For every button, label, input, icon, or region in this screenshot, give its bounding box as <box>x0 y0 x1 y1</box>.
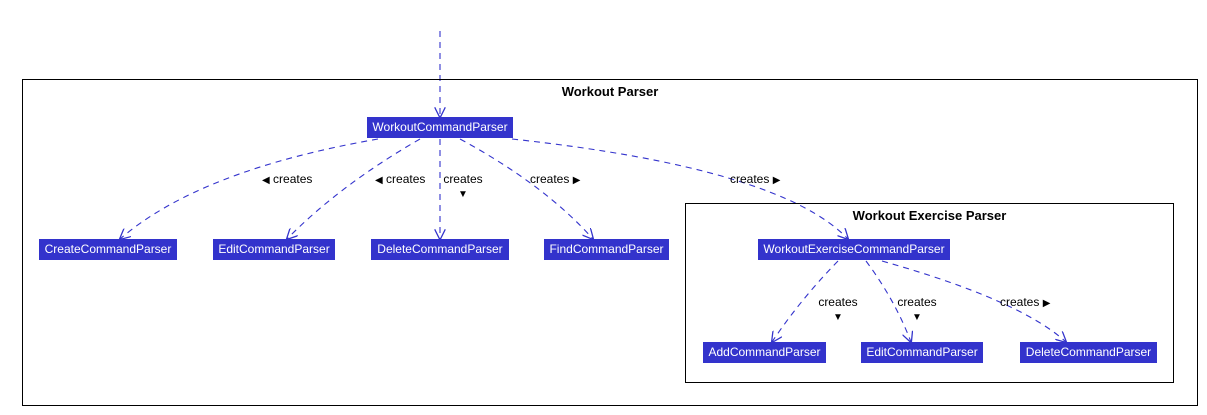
package-workout-parser: Workout Parser <box>22 79 1198 406</box>
class-workout-command-parser: WorkoutCommandParser <box>367 117 513 138</box>
arrow-down-icon: ▼ <box>833 312 843 323</box>
edge-creates-add <box>772 260 839 342</box>
creates-label: creates <box>530 172 570 186</box>
edge-label-add: creates ▼ <box>815 295 861 325</box>
package-workout-exercise-parser: Workout Exercise Parser <box>685 203 1174 383</box>
edge-creates-exercise-edit <box>865 260 911 342</box>
creates-label: creates <box>897 295 937 309</box>
class-exercise-edit-command-parser: EditCommandParser <box>861 342 983 363</box>
edge-label-exercise-delete: creates ▶ <box>1000 295 1050 311</box>
edge-label-workout-exercise: creates ▶ <box>730 172 780 188</box>
edge-label-exercise-edit: creates ▼ <box>894 295 940 325</box>
edge-label-find: creates ▶ <box>530 172 580 188</box>
edge-creates-exercise-delete <box>881 260 1066 342</box>
edge-label-create: ◀ creates <box>262 172 312 188</box>
package-title: Workout Exercise Parser <box>852 208 1007 223</box>
arrow-right-icon: ▶ <box>572 175 581 186</box>
class-exercise-delete-command-parser: DeleteCommandParser <box>1020 342 1157 363</box>
class-create-command-parser: CreateCommandParser <box>39 239 177 260</box>
class-workout-exercise-command-parser: WorkoutExerciseCommandParser <box>758 239 950 260</box>
arrow-right-icon: ▶ <box>772 175 781 186</box>
edge-creates-create <box>120 138 379 239</box>
class-find-command-parser: FindCommandParser <box>544 239 669 260</box>
creates-label: creates <box>443 172 483 186</box>
edge-label-delete: creates ▼ <box>441 172 485 202</box>
arrow-down-icon: ▼ <box>458 189 468 200</box>
arrow-left-icon: ◀ <box>262 175 270 186</box>
creates-label: creates <box>386 172 426 186</box>
creates-label: creates <box>730 172 770 186</box>
class-delete-command-parser: DeleteCommandParser <box>371 239 509 260</box>
creates-label: creates <box>818 295 858 309</box>
arrow-left-icon: ◀ <box>375 175 383 186</box>
class-add-command-parser: AddCommandParser <box>703 342 826 363</box>
arrow-right-icon: ▶ <box>1042 298 1051 309</box>
arrow-down-icon: ▼ <box>912 312 922 323</box>
class-edit-command-parser: EditCommandParser <box>213 239 335 260</box>
package-title: Workout Parser <box>561 84 659 99</box>
edge-label-edit: ◀ creates <box>375 172 425 188</box>
edge-creates-workout-exercise <box>511 138 848 239</box>
creates-label: creates <box>1000 295 1040 309</box>
edge-creates-find <box>459 138 593 239</box>
creates-label: creates <box>273 172 313 186</box>
